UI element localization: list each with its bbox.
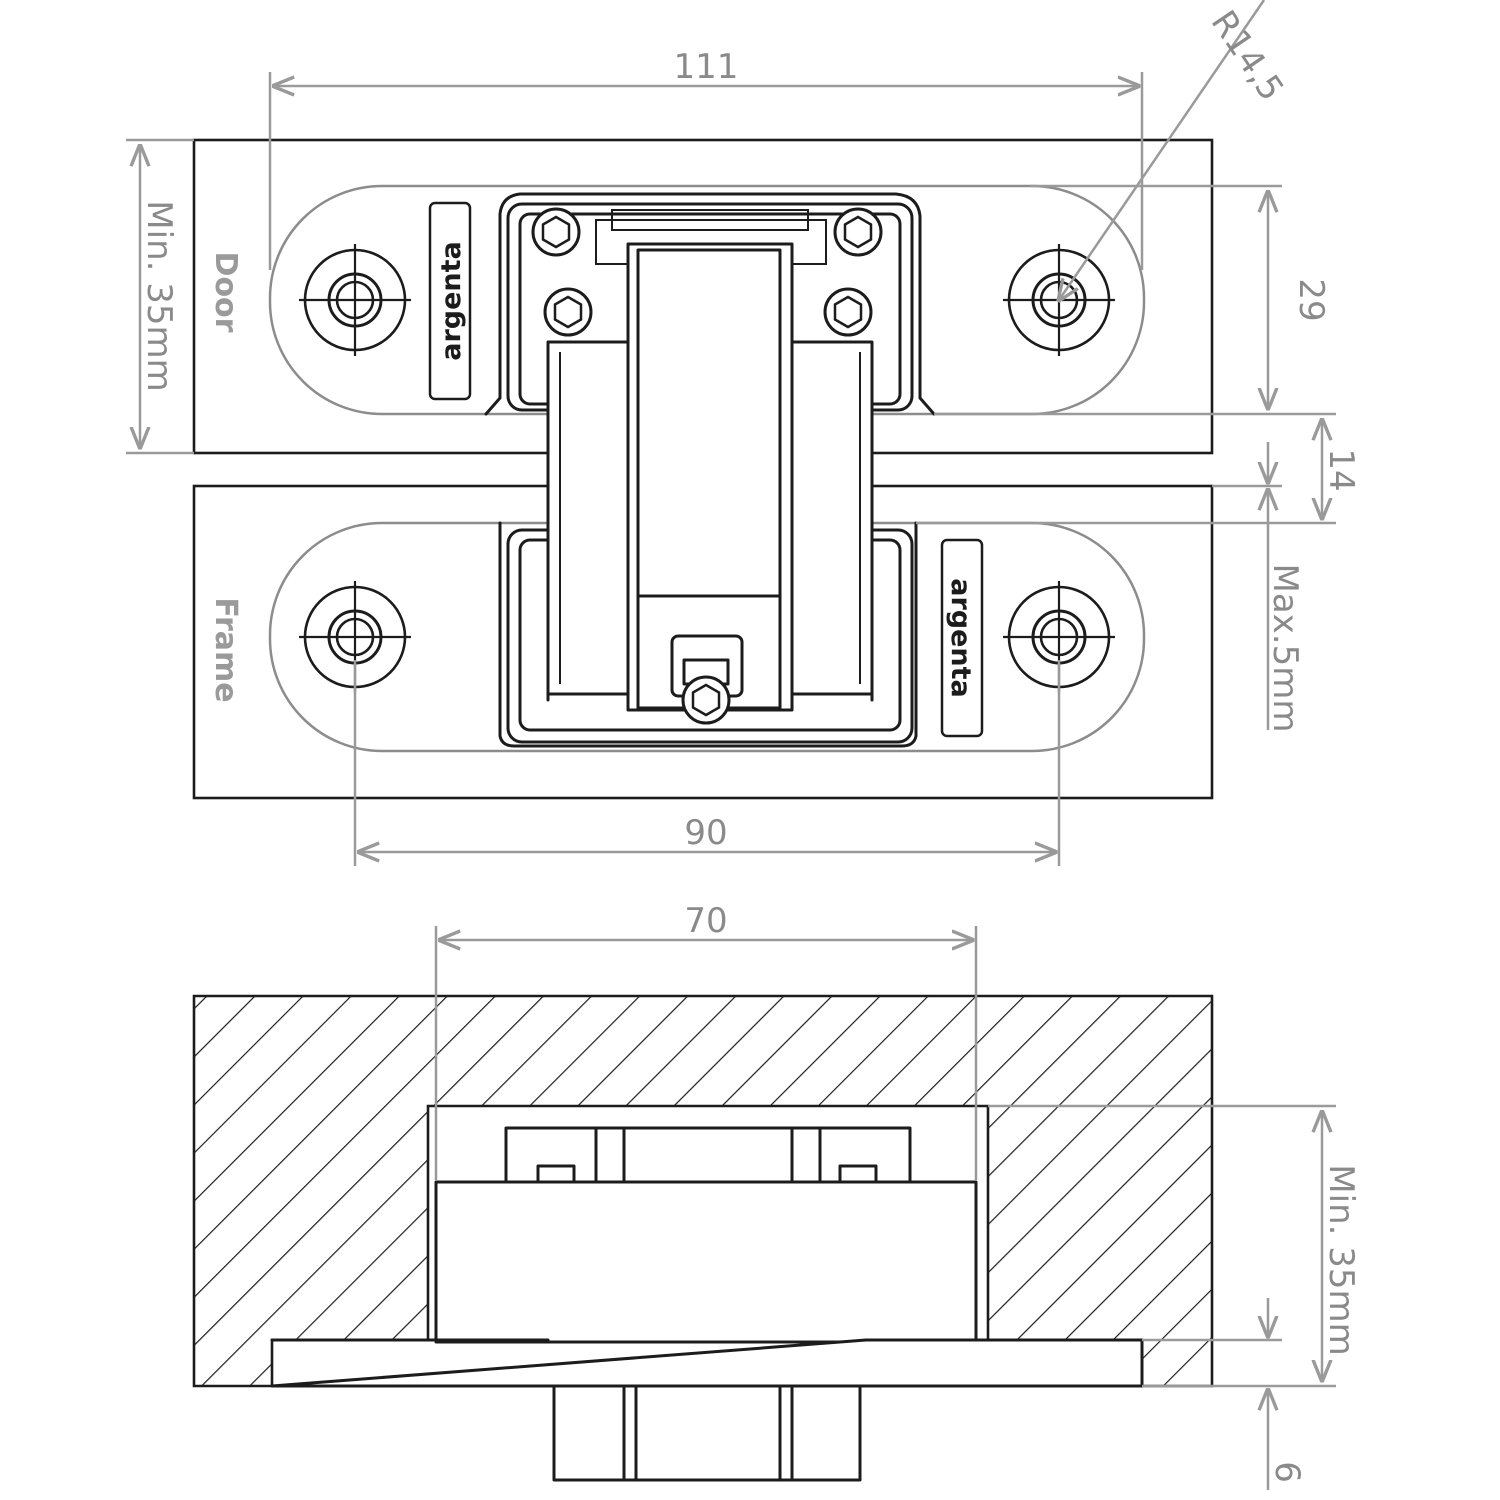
dim-radius: R14,5 [1203,3,1292,108]
hinge-arm-left [546,340,630,696]
section-dimensions: 70 Min. 35mm 6 [434,901,1361,1490]
dim-plate-thickness: 6 [1267,1461,1307,1483]
door-label: Door [208,252,243,333]
dim-min-door: Min. 35mm [139,200,179,391]
dim-gap: 14 [1321,448,1361,491]
dim-min-depth: Min. 35mm [1321,1164,1361,1355]
dim-overall-length: 111 [674,47,739,87]
hex-screw-icon [823,287,873,337]
dim-max-gap: Max.5mm [1265,564,1305,733]
hex-screw-icon [543,287,593,337]
hex-screw-icon [833,207,883,257]
hinge-arm-right [790,340,874,696]
hex-screw-icon [531,207,581,257]
dim-body-width: 70 [684,901,727,941]
brand-logo-door: argenta [428,201,472,401]
section-view [192,994,1214,1482]
dim-hole-spacing: 90 [684,813,727,853]
svg-text:argenta: argenta [945,578,976,698]
top-view: argenta argenta Door Frame [192,138,1214,800]
brand-logo-frame: argenta [940,538,984,738]
hex-screw-icon [681,675,731,725]
frame-label: Frame [208,597,243,702]
svg-text:argenta: argenta [436,241,467,361]
dim-plate-width: 29 [1291,278,1331,321]
